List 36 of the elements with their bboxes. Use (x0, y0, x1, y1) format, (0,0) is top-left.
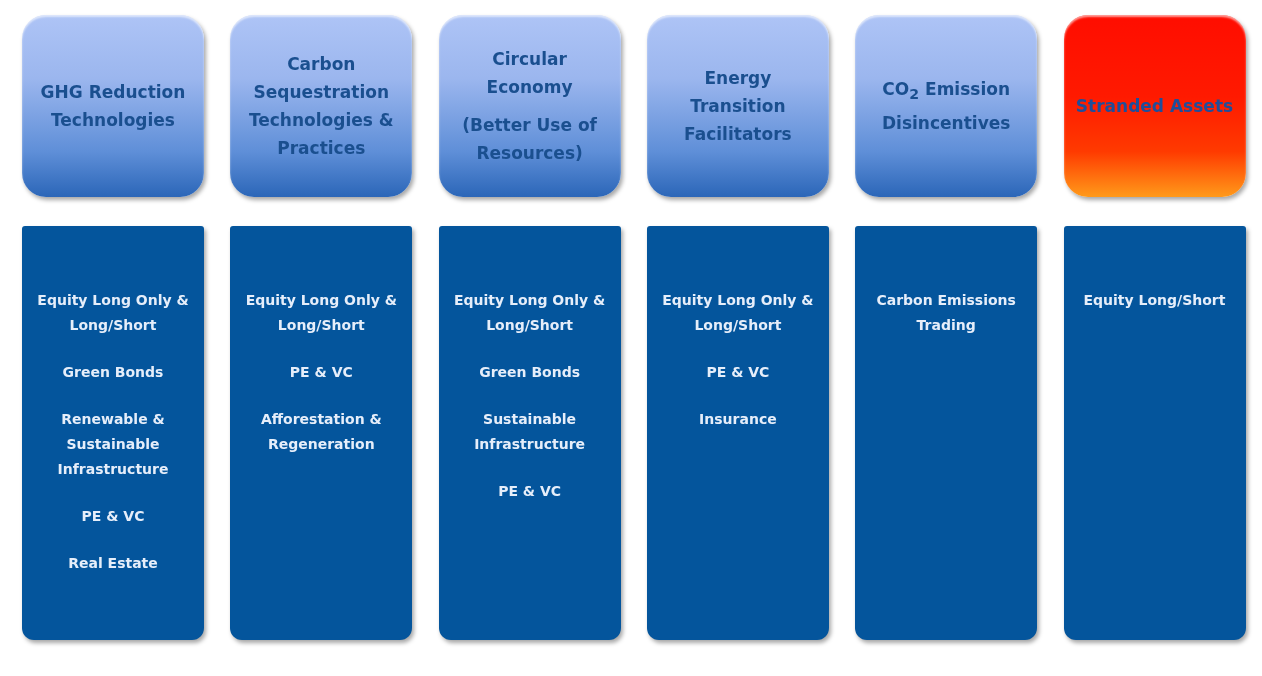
instrument-label: Equity Long Only & Long/Short (452, 291, 607, 335)
category-heading: (Better Use of Resources) (461, 114, 598, 165)
category-heading: CO$_{2}$ Emission Disincentives (881, 78, 1012, 135)
instrument-column (855, 226, 1038, 640)
instrument-label: PE & VC (498, 482, 562, 501)
instrument-label: Real Estate (68, 554, 158, 573)
category-heading: GHG Reduction Technologies (39, 81, 187, 132)
instrument-label: Sustainable Infrastructure (473, 410, 587, 454)
category-heading: Carbon Sequestration Technologies & Practices (247, 53, 395, 160)
category-box (855, 15, 1038, 197)
instrument-column (438, 226, 621, 640)
category-heading: Stranded Assets (1075, 95, 1234, 118)
category-box (230, 15, 413, 197)
category-box (646, 15, 829, 197)
instrument-label: PE & VC (706, 363, 770, 382)
instrument-label: Equity Long Only & Long/Short (36, 291, 190, 335)
category-heading: Circular Economy (485, 48, 574, 99)
instrument-label: Green Bonds (479, 363, 580, 382)
instrument-label: Insurance (699, 410, 777, 429)
category-heading: Energy Transition Facilitators (683, 67, 793, 146)
category-box (1063, 15, 1246, 197)
instrument-label: Equity Long Only & Long/Short (661, 291, 815, 335)
category-box (22, 15, 204, 197)
instrument-column (646, 226, 829, 640)
instrument-label: Equity Long/Short (1083, 291, 1226, 310)
instrument-column (1063, 226, 1246, 640)
instrument-label: Afforestation & Regeneration (259, 410, 383, 454)
instrument-column (230, 226, 413, 640)
instrument-label: Green Bonds (62, 363, 164, 382)
instrument-label: Carbon Emissions Trading (875, 291, 1017, 335)
instrument-label: PE & VC (81, 507, 145, 526)
instrument-label: Renewable & Sustainable Infrastructure (56, 410, 170, 479)
instrument-column (22, 226, 204, 640)
instrument-label: Equity Long Only & Long/Short (244, 291, 398, 335)
instrument-label: PE & VC (289, 363, 353, 382)
category-box (438, 15, 621, 197)
